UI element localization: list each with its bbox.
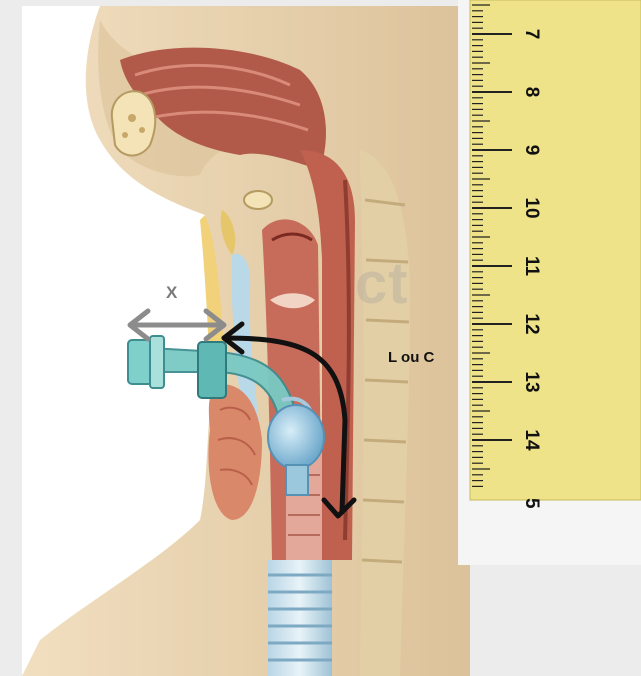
ruler-number: 14 (521, 425, 541, 455)
hyoid-bone (244, 191, 272, 209)
ruler-number: 12 (521, 309, 541, 339)
mandible-bone (112, 91, 155, 155)
ruler (470, 0, 641, 500)
ruler-number: 8 (521, 77, 541, 107)
ruler-number: 11 (521, 251, 541, 281)
ruler-number: 10 (521, 193, 541, 223)
ruler-number: 9 (521, 135, 541, 165)
ruler-number: 13 (521, 367, 541, 397)
x-label: X (166, 283, 177, 303)
ruler-number: 7 (521, 19, 541, 49)
watermark-text: ct (355, 250, 409, 317)
trachea-rings (268, 560, 332, 676)
length-label: L ou C (388, 349, 434, 366)
